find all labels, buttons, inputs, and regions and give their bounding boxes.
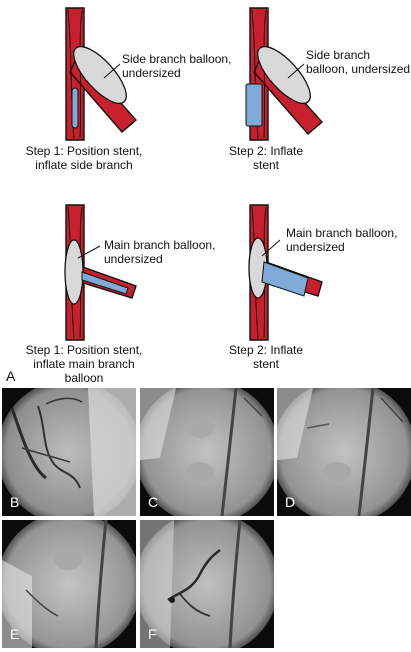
stent (81, 271, 129, 295)
angiogram-label-b: B (10, 494, 20, 510)
stent (261, 261, 309, 297)
angiogram-label-f: F (148, 626, 157, 642)
caption-bottom-right: Step 2: Inflate stent (228, 343, 304, 371)
balloon (257, 46, 311, 104)
stent (71, 87, 79, 129)
diagram-bottom-right (248, 204, 323, 341)
diagram-top-right (245, 7, 323, 141)
schematic-drawings (64, 7, 323, 341)
caption-top-left: Step 1: Position stent, inflate side bra… (25, 144, 143, 172)
angiogram-label-c: C (148, 494, 159, 510)
caption-top-right: Step 2: Inflate stent (228, 144, 304, 172)
callout-top-right: Side branch balloon, undersized (306, 48, 411, 76)
callout-bottom-right: Main branch balloon, undersized (286, 226, 398, 254)
callout-top-left: Side branch balloon, undersized (122, 52, 232, 80)
panel-letter-a: A (6, 368, 16, 384)
angiogram-label-d: D (285, 494, 296, 510)
angiogram-label-e: E (10, 626, 20, 642)
stent (245, 83, 263, 127)
angiogram-b: B (2, 388, 136, 516)
angiogram-f: F (140, 520, 274, 648)
balloon (64, 239, 84, 305)
balloon (73, 46, 127, 104)
angiogram-d: D (277, 388, 411, 516)
angiogram-c: C (140, 388, 274, 516)
angiogram-e: E (2, 520, 136, 648)
panel-a-schematics: Side branch balloon, undersized Side bra… (6, 7, 411, 385)
diagram-bottom-left (64, 204, 137, 341)
callout-bottom-left: Main branch balloon, undersized (104, 238, 216, 266)
diagram-top-left (65, 7, 137, 141)
caption-bottom-left: Step 1: Position stent, inflate main bra… (25, 343, 143, 385)
